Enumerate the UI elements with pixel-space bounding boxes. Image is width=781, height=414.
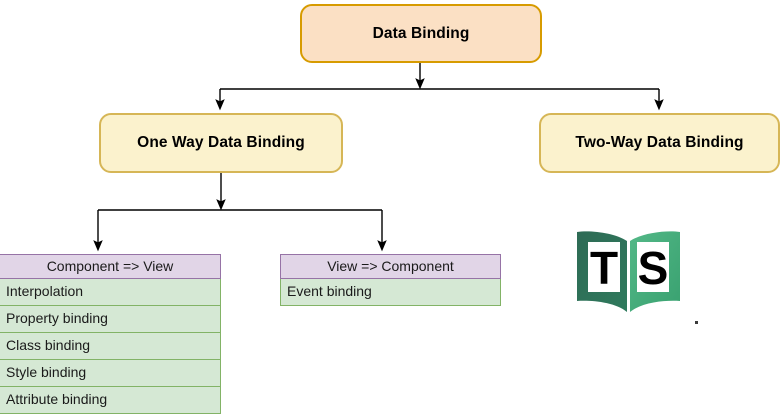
node-two-way-data-binding[interactable]: Two-Way Data Binding [539, 113, 780, 173]
svg-text:T: T [590, 242, 618, 294]
node-two-way-data-binding-label: Two-Way Data Binding [575, 134, 744, 151]
table-view-to-component: View => Component Event binding [280, 254, 501, 306]
table-header: View => Component [280, 254, 501, 279]
table-row[interactable]: Attribute binding [0, 387, 221, 414]
node-one-way-data-binding-label: One Way Data Binding [137, 134, 305, 151]
table-row[interactable]: Interpolation [0, 279, 221, 306]
table-row[interactable]: Event binding [280, 279, 501, 306]
node-one-way-data-binding[interactable]: One Way Data Binding [99, 113, 343, 173]
table-component-to-view: Component => View Interpolation Property… [0, 254, 221, 414]
svg-text:S: S [638, 242, 669, 294]
typescript-book-icon: T S [575, 228, 682, 318]
table-row[interactable]: Class binding [0, 333, 221, 360]
table-row[interactable]: Property binding [0, 306, 221, 333]
node-data-binding-label: Data Binding [372, 24, 470, 42]
table-header: Component => View [0, 254, 221, 279]
node-data-binding[interactable]: Data Binding [300, 4, 542, 63]
stray-dot [695, 321, 698, 324]
table-row[interactable]: Style binding [0, 360, 221, 387]
